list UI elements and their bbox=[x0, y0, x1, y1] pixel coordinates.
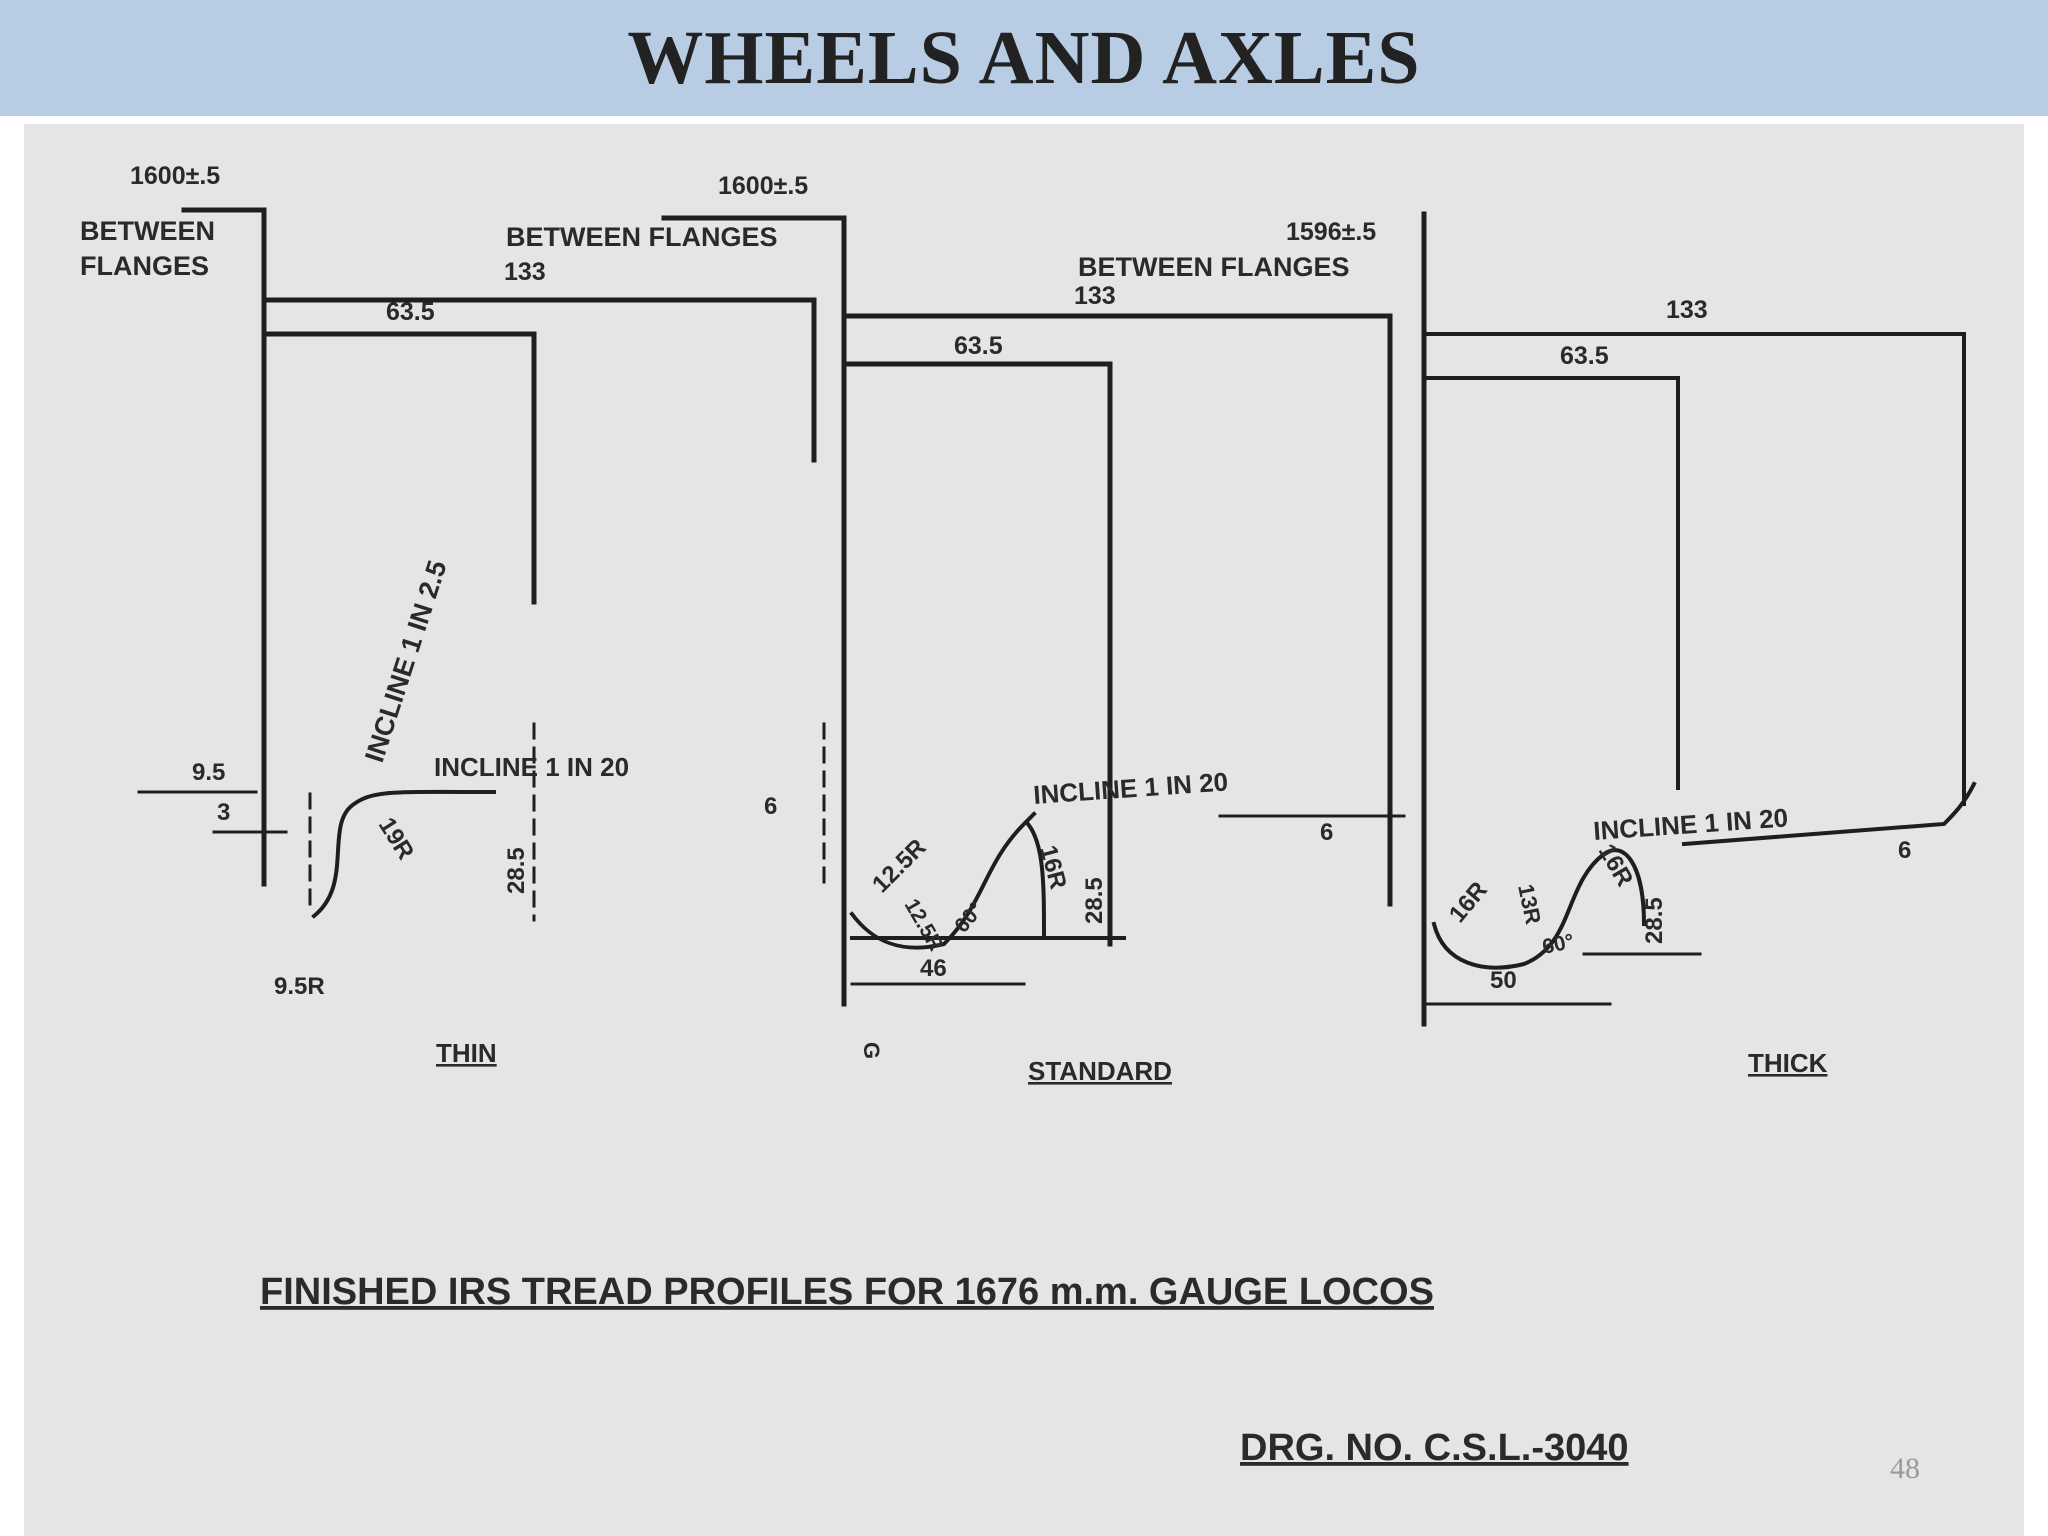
standard-16r-curve bbox=[1025, 821, 1047, 941]
standard-dim-46: 46 bbox=[920, 955, 947, 982]
standard-left-vertical bbox=[661, 215, 847, 1007]
thin-profile: 1600±.5 BETWEEN FLANGES 133 63.5 INCLINE… bbox=[80, 162, 817, 1068]
standard-incline-tread-label: INCLINE 1 IN 20 bbox=[1032, 766, 1229, 810]
thick-angle-60: 60° bbox=[1540, 930, 1576, 959]
thin-radius-9-5: 9.5R bbox=[274, 973, 325, 1000]
thin-tread-curve bbox=[311, 789, 497, 919]
thin-between-flanges-line1: BETWEEN bbox=[80, 216, 215, 246]
thin-dim-133: 133 bbox=[504, 258, 546, 286]
thick-dim-6-left: 6 bbox=[1320, 819, 1333, 846]
thin-dim-9-5: 9.5 bbox=[192, 759, 225, 786]
thick-dim-50: 50 bbox=[1490, 967, 1517, 994]
thin-dim-63-5: 63.5 bbox=[386, 298, 435, 326]
thick-flange-curve bbox=[1431, 848, 1647, 970]
thin-between-flanges-value: 1600±.5 bbox=[130, 162, 220, 190]
standard-133-dimension-line bbox=[841, 313, 1393, 907]
standard-between-flanges-value: 1600±.5 bbox=[718, 172, 808, 200]
thin-radius-19: 19R bbox=[373, 813, 419, 865]
standard-profile: 1600±.5 BETWEEN FLANGES 133 63.5 6 12.5R… bbox=[506, 172, 1393, 1086]
thick-dim-133: 133 bbox=[1666, 296, 1708, 324]
thin-dim-3: 3 bbox=[217, 799, 230, 826]
standard-dim-6: 6 bbox=[764, 793, 777, 820]
drawing-caption: FINISHED IRS TREAD PROFILES FOR 1676 m.m… bbox=[260, 1271, 1434, 1313]
thin-between-flanges-line2: FLANGES bbox=[80, 251, 209, 281]
standard-dim-28-5: 28.5 bbox=[1081, 877, 1108, 924]
thick-tread-line bbox=[1681, 781, 1977, 847]
page-number: 48 bbox=[1890, 1452, 1920, 1485]
thin-incline-flange-label: INCLINE 1 IN 2.5 bbox=[359, 557, 452, 766]
drawing-number: DRG. NO. C.S.L.-3040 bbox=[1240, 1427, 1629, 1469]
thick-dim-6-right: 6 bbox=[1898, 837, 1911, 864]
slide-title: WHEELS AND AXLES bbox=[627, 15, 1421, 100]
thick-between-flanges: BETWEEN FLANGES bbox=[1078, 252, 1350, 282]
thick-radius-16-left: 16R bbox=[1444, 877, 1493, 928]
thin-label: THIN bbox=[436, 1038, 497, 1068]
thick-radius-13: 13R bbox=[1513, 882, 1546, 927]
standard-between-flanges: BETWEEN FLANGES bbox=[506, 222, 778, 252]
thin-incline-tread-label: INCLINE 1 IN 20 bbox=[434, 752, 629, 782]
standard-gauge-mark: G bbox=[859, 1042, 884, 1059]
drawing-photo: 1600±.5 BETWEEN FLANGES 133 63.5 INCLINE… bbox=[24, 124, 2024, 1536]
title-bar: WHEELS AND AXLES bbox=[0, 0, 2048, 116]
standard-radius-12-5: 12.5R bbox=[867, 834, 931, 898]
standard-radius-16: 16R bbox=[1034, 843, 1071, 893]
standard-63-5-dimension-line bbox=[841, 361, 1113, 947]
thick-between-flanges-value: 1596±.5 bbox=[1286, 218, 1376, 246]
thin-dim-28-5: 28.5 bbox=[503, 847, 530, 894]
tread-profile-drawing: 1600±.5 BETWEEN FLANGES 133 63.5 INCLINE… bbox=[80, 162, 1977, 1469]
thin-63-5-dimension-line bbox=[261, 331, 537, 605]
thick-radius-16-right: 16R bbox=[1593, 840, 1638, 892]
standard-dim-133: 133 bbox=[1074, 282, 1116, 310]
thick-dim-63-5: 63.5 bbox=[1560, 342, 1609, 370]
thick-profile: 1596±.5 BETWEEN FLANGES 133 63.5 6 16R 1… bbox=[1078, 211, 1977, 1078]
thick-dim-28-5: 28.5 bbox=[1641, 897, 1668, 944]
thick-label: THICK bbox=[1748, 1048, 1828, 1078]
standard-dim-63-5: 63.5 bbox=[954, 332, 1003, 360]
standard-label: STANDARD bbox=[1028, 1056, 1172, 1086]
